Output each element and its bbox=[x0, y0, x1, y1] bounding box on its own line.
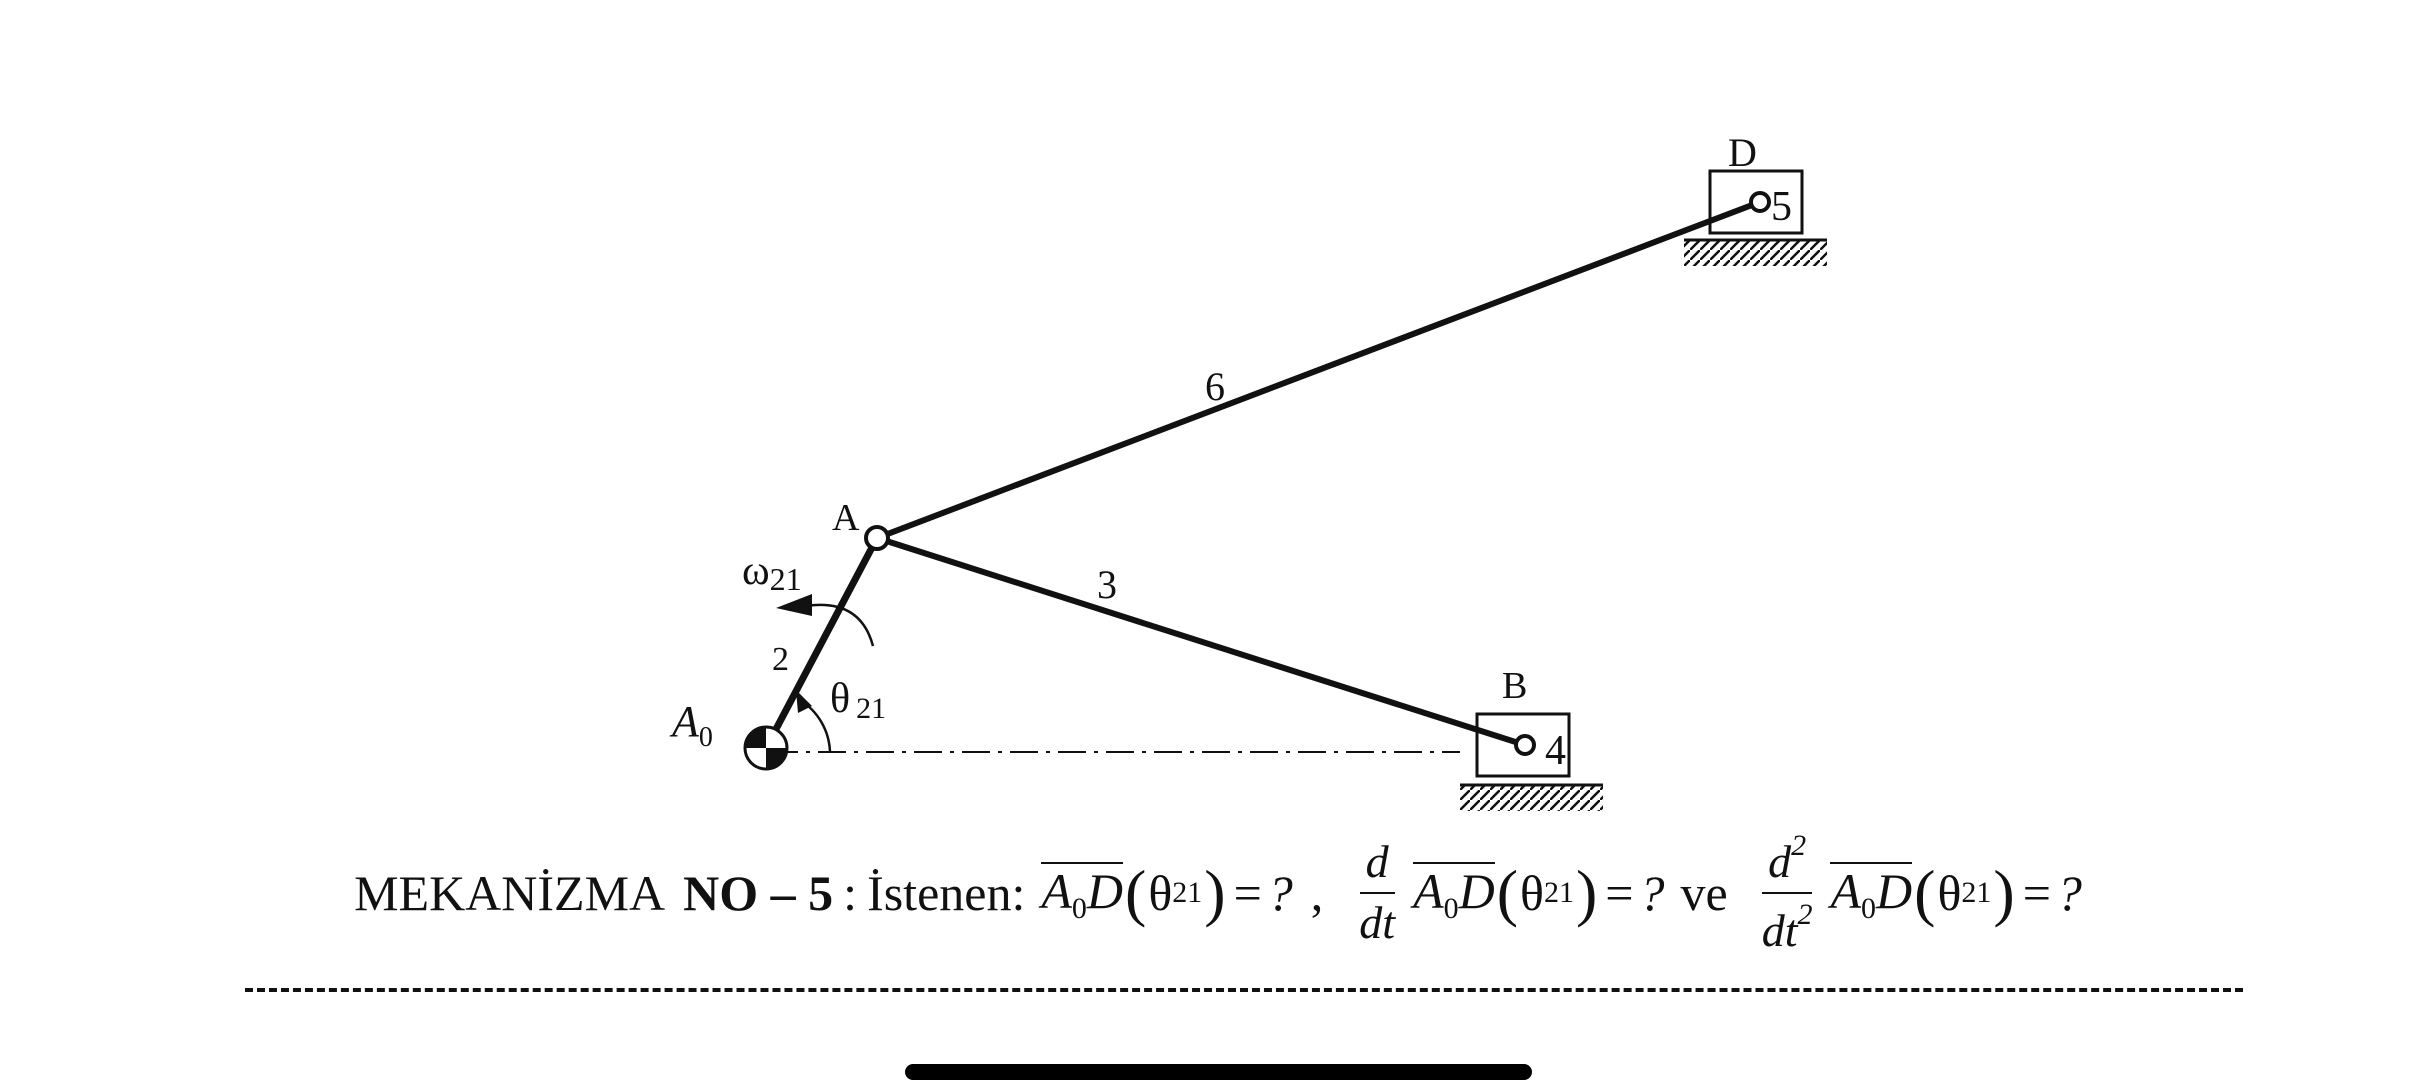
link-3 bbox=[876, 535, 1526, 748]
omega-arrowhead bbox=[776, 594, 812, 616]
link-2 bbox=[762, 536, 881, 750]
vector-a0d: A0D bbox=[1413, 862, 1495, 925]
fixed-pivot-a0 bbox=[743, 725, 789, 771]
slider-block-5 bbox=[1708, 169, 1804, 235]
label-point-b: B bbox=[1502, 665, 1527, 707]
ground-b bbox=[1460, 783, 1603, 811]
fraction-d-dt: d dt bbox=[1359, 836, 1396, 948]
caption-colon: : bbox=[843, 865, 858, 921]
label-link-2: 2 bbox=[772, 641, 789, 678]
omega-arc bbox=[805, 603, 875, 647]
label-link-6: 6 bbox=[1205, 364, 1225, 409]
vector-a0d: A0D bbox=[1830, 862, 1913, 925]
dashed-divider bbox=[245, 988, 2243, 992]
label-link-5: 5 bbox=[1771, 184, 1792, 230]
caption-requested-label: İstenen: bbox=[867, 865, 1026, 921]
caption-number: NO – 5 bbox=[683, 865, 834, 921]
home-indicator[interactable] bbox=[905, 1064, 1532, 1080]
label-link-4: 4 bbox=[1545, 728, 1566, 774]
label-point-a: A bbox=[832, 497, 860, 539]
caption-comma: , bbox=[1310, 865, 1324, 921]
pin-joint-d bbox=[1749, 191, 1771, 213]
label-omega: ω21 bbox=[742, 548, 802, 597]
pin-joint-b bbox=[1514, 734, 1536, 756]
slider-block-4 bbox=[1475, 712, 1571, 778]
caption-title: MEKANİZMA bbox=[354, 865, 666, 921]
theta-arrowhead bbox=[796, 690, 812, 713]
label-point-d: D bbox=[1728, 130, 1757, 175]
pin-joint-a bbox=[864, 525, 890, 551]
label-link-3: 3 bbox=[1097, 562, 1117, 607]
vector-a0d: A0D bbox=[1041, 862, 1123, 925]
label-fixed-pivot: A0 bbox=[669, 697, 713, 753]
link-6 bbox=[875, 199, 1762, 541]
ground-d bbox=[1684, 238, 1827, 266]
fraction-d2-dt2: d2 dt2 bbox=[1761, 829, 1813, 956]
caption-ve: ve bbox=[1680, 865, 1728, 921]
